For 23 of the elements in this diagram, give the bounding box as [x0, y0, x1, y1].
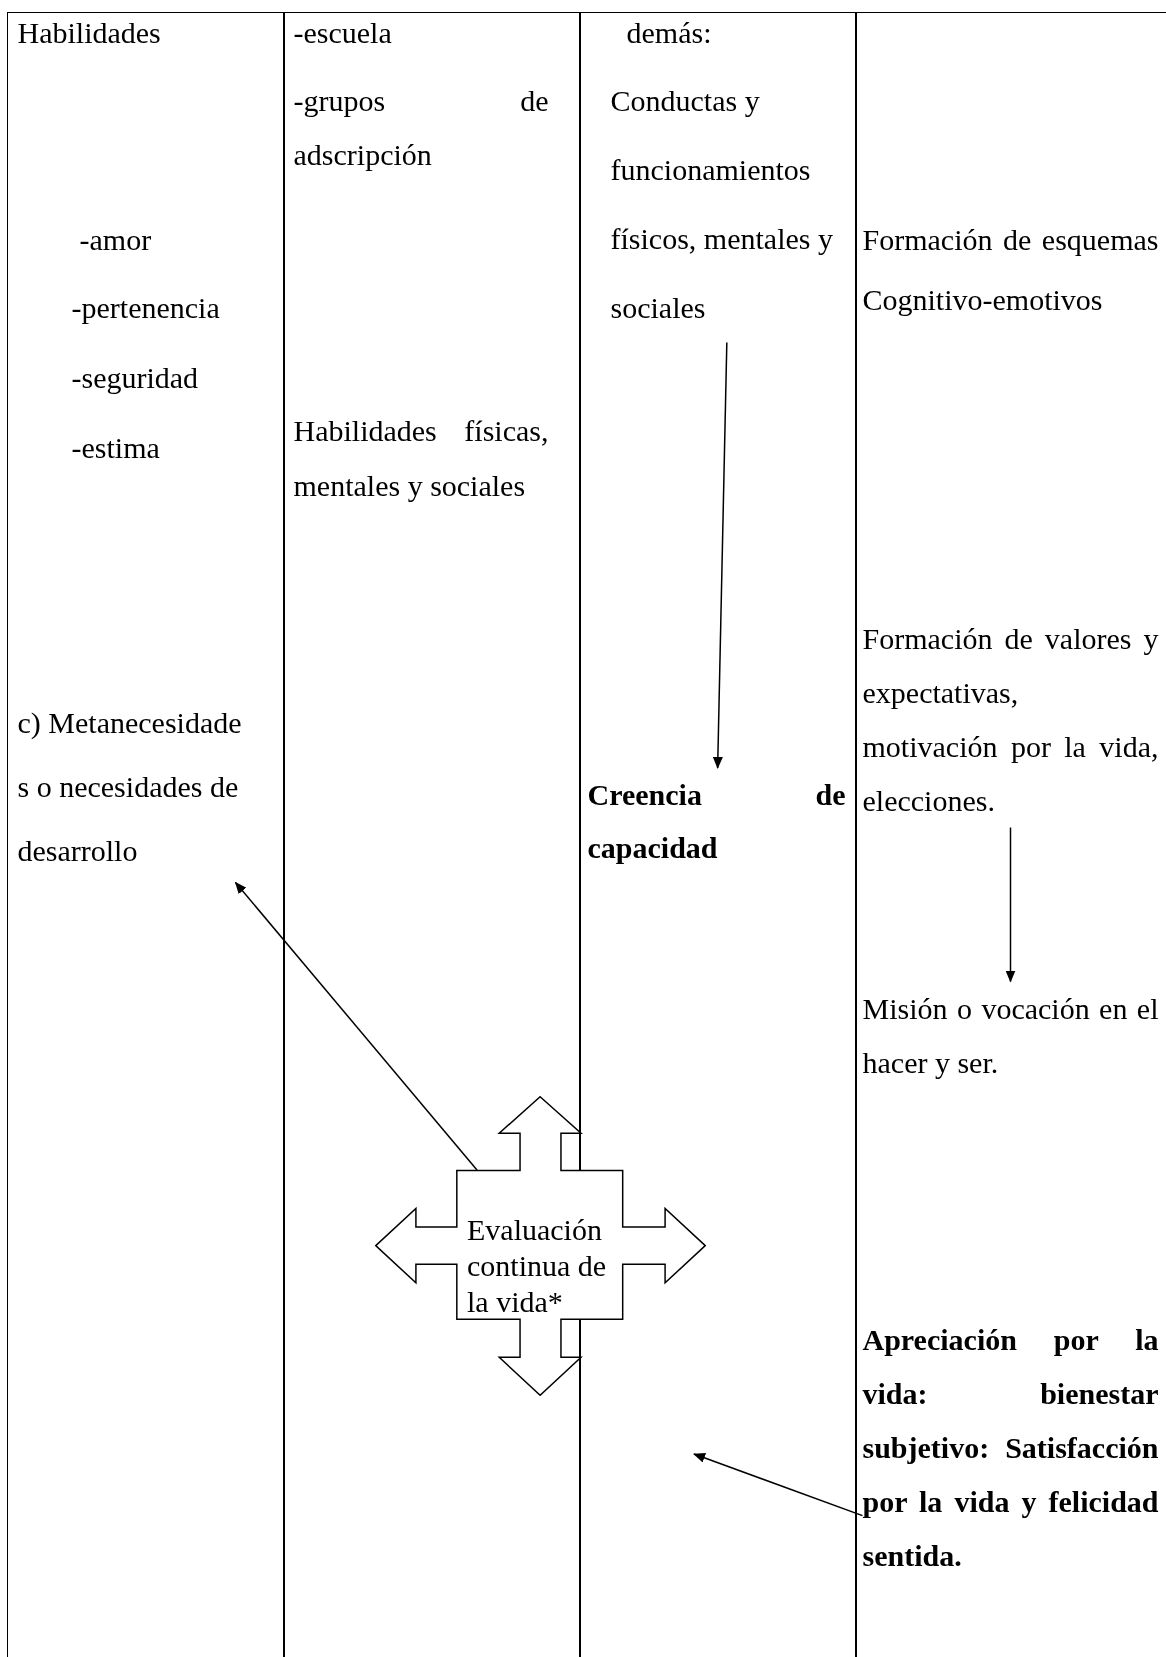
- cell-text: c) Metanecesidade s o necesidades de desarrollo: [17, 690, 246, 883]
- cell-text: Habilidades: [17, 2, 268, 63]
- cell-text: -amor: [79, 209, 270, 270]
- cell-text: Conductas y funcionamientos físicos, mentales y sociales: [610, 83, 834, 326]
- arrow: [1005, 826, 1016, 983]
- cell-text: -estima: [71, 417, 272, 478]
- arrow: [712, 341, 728, 769]
- arrow: [234, 881, 478, 1171]
- cell-text: Misión o vocación en el hacer y ser.: [862, 981, 1159, 1090]
- cell-text: demás:: [626, 14, 713, 51]
- arrow: [693, 1453, 864, 1517]
- table-column: [7, 12, 285, 1657]
- cell-text: Formación de esquemas Cognitivo-emotivos: [862, 209, 1159, 330]
- cell-text: -grupos de adscripción: [293, 73, 549, 182]
- cell-text: -pertenencia: [71, 277, 272, 338]
- cell-text: Apreciación por la vida: bienestar subjetivo: Satisfacción por la vida y felicidad sentida.: [862, 1312, 1159, 1583]
- table-column: [855, 12, 1166, 1657]
- cell-text: Formación de valores y expectativas, motivación por la vida, elecciones.: [862, 611, 1159, 828]
- cell-text: Creencia de capacidad: [587, 768, 846, 874]
- cell-text: Habilidades físicas, mentales y sociales: [293, 403, 549, 513]
- shape-label: Evaluación continua de la vida*: [467, 1212, 608, 1320]
- cell-text: -seguridad: [71, 347, 272, 408]
- cell-text: -escuela: [293, 2, 549, 63]
